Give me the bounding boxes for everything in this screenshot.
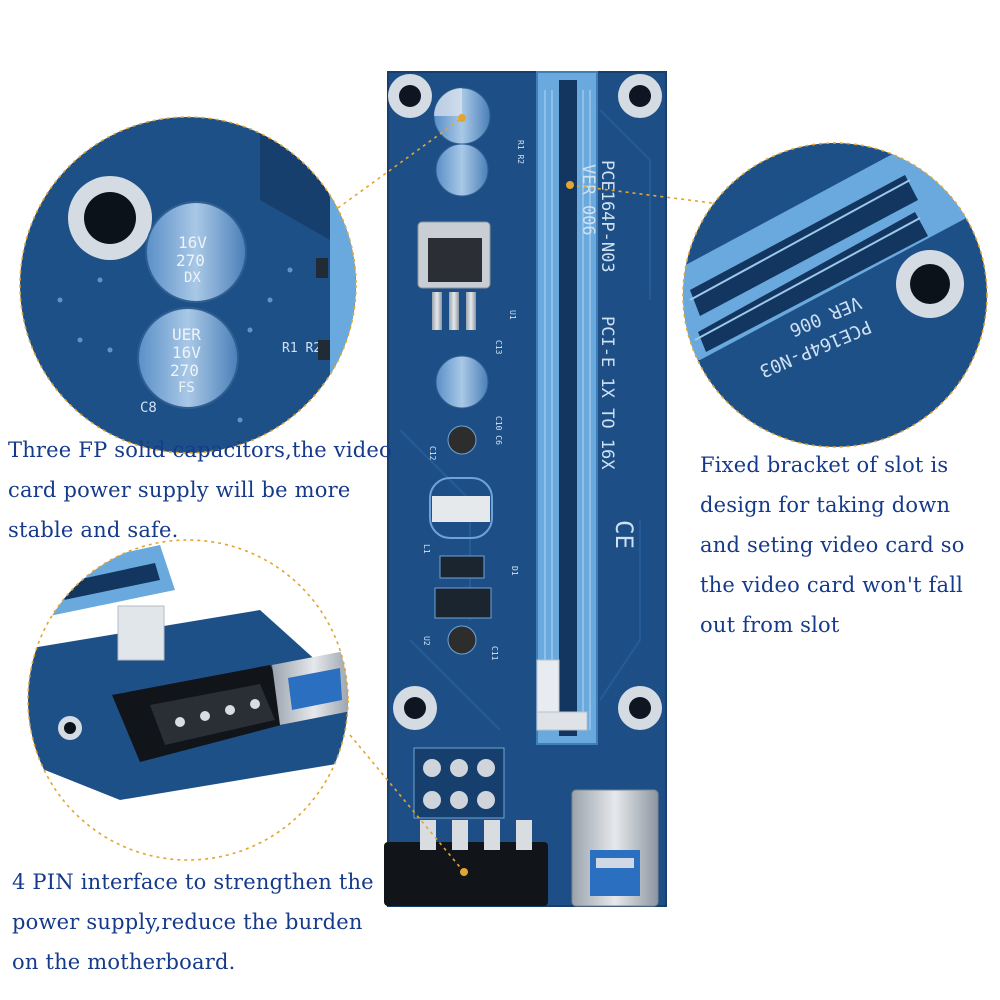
caption-line: out from slot bbox=[700, 613, 840, 637]
version-label: VER 006 bbox=[578, 164, 598, 236]
cap-text-270: 270 bbox=[176, 251, 205, 270]
cap-text-270-2: 270 bbox=[170, 361, 199, 380]
mounting-hole bbox=[618, 74, 662, 118]
ref-l1: L1 bbox=[422, 544, 431, 554]
riser-board bbox=[384, 71, 667, 907]
molex-pads bbox=[413, 747, 505, 819]
ref-c10c6: C10 C6 bbox=[494, 416, 503, 445]
chip bbox=[434, 555, 492, 619]
caption-line: Three FP solid capacitors,the video bbox=[8, 438, 392, 462]
caption-line: 4 PIN interface to strengthen the bbox=[12, 870, 374, 894]
caption-line: and seting video card so bbox=[700, 533, 965, 557]
zoom-ref-c8: C8 bbox=[140, 400, 157, 416]
bracket-caption: Fixed bracket of slot is design for taki… bbox=[700, 445, 965, 645]
cap-text-16v-2: 16V bbox=[172, 343, 201, 362]
ref-r1r2: R1 R2 bbox=[516, 140, 525, 164]
voltage-regulator bbox=[417, 221, 491, 330]
bracket-zoom-callout: PCE164P-N03 VER 006 bbox=[566, 142, 988, 448]
caption-line: the video card won't fall bbox=[700, 573, 964, 597]
caption-line: on the motherboard. bbox=[12, 950, 236, 974]
cap-text-uer: UER bbox=[172, 325, 201, 344]
mounting-hole bbox=[388, 74, 432, 118]
caption-line: power supply,reduce the burden bbox=[12, 910, 363, 934]
ref-c12: C12 bbox=[428, 446, 437, 461]
zoom-ref-r1r2: R1 R2 bbox=[282, 341, 321, 356]
board-silkscreen: PCE164P-N03 VER 006 PCI-E 1X TO 16X CE U… bbox=[422, 140, 638, 661]
caption-line: stable and safe. bbox=[8, 518, 179, 542]
ref-c13: C13 bbox=[494, 340, 503, 355]
caption-line: design for taking down bbox=[700, 493, 951, 517]
ref-c11: C11 bbox=[490, 646, 499, 661]
small-capacitor bbox=[447, 425, 477, 655]
ref-d1: D1 bbox=[510, 566, 519, 576]
ref-u1: U1 bbox=[508, 310, 517, 320]
capacitor-caption: Three FP solid capacitors,the video card… bbox=[8, 430, 392, 550]
cap-text-fs: FS bbox=[178, 380, 195, 396]
cap-text-dx: DX bbox=[184, 270, 201, 286]
caption-line: card power supply will be more bbox=[8, 478, 351, 502]
inductor bbox=[429, 477, 493, 539]
ce-mark: CE bbox=[610, 520, 638, 549]
bus-label: PCI-E 1X TO 16X bbox=[597, 316, 617, 470]
caption-line: Fixed bracket of slot is bbox=[700, 453, 949, 477]
usb3-port bbox=[571, 789, 659, 907]
pcie-x16-slot bbox=[536, 71, 598, 745]
four-pin-caption: 4 PIN interface to strengthen the power … bbox=[12, 862, 374, 982]
mounting-hole bbox=[393, 686, 437, 730]
ref-u2: U2 bbox=[422, 636, 431, 646]
molex-zoom-callout bbox=[27, 539, 468, 876]
cap-text-16v: 16V bbox=[178, 233, 207, 252]
solid-capacitor bbox=[435, 355, 489, 409]
model-label: PCE164P-N03 bbox=[597, 160, 617, 273]
solid-capacitor bbox=[435, 143, 489, 197]
mounting-hole bbox=[618, 686, 662, 730]
